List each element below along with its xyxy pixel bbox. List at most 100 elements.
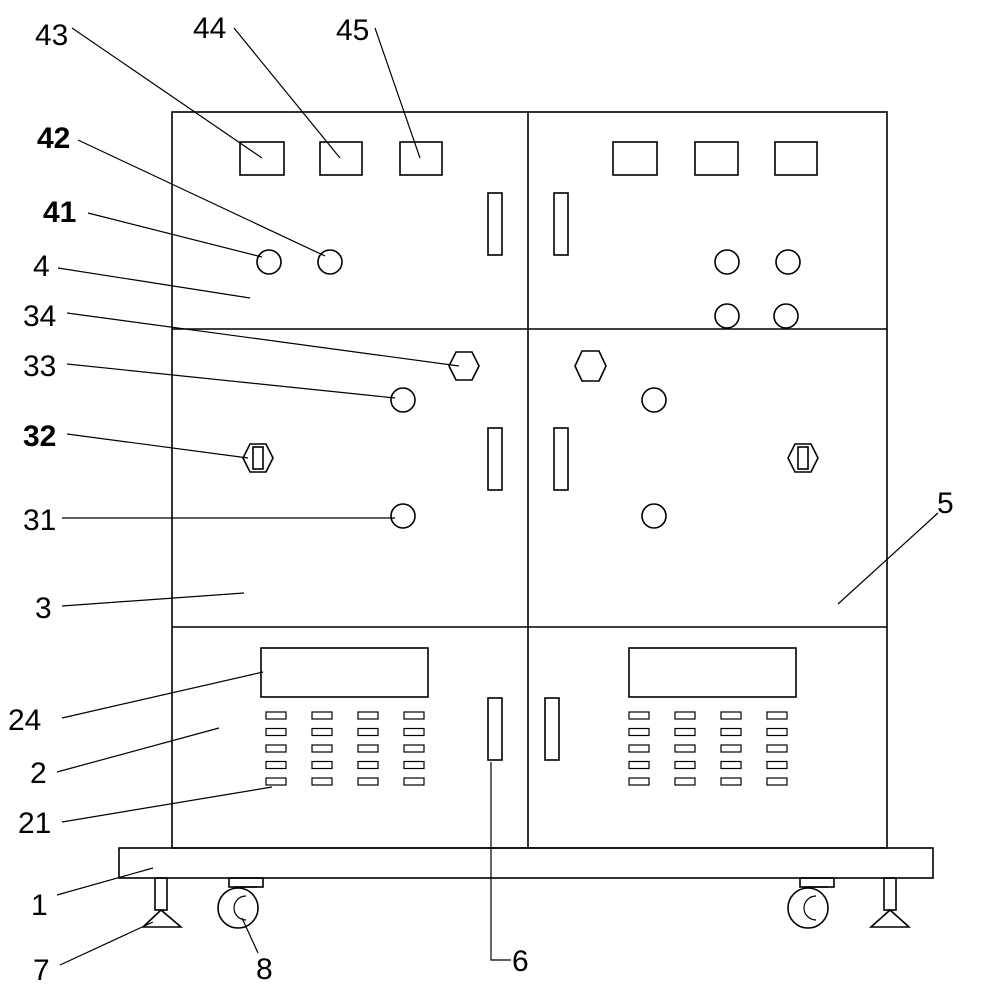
handle-middle-left xyxy=(487,427,503,491)
label-3: 3 xyxy=(35,592,52,625)
leader-1 xyxy=(56,867,154,896)
keypad-left-key xyxy=(403,727,425,737)
leader-6 xyxy=(490,762,511,961)
label-31: 31 xyxy=(23,504,56,537)
reference-numerals: 43 44 45 42 41 4 34 33 32 31 3 5 24 2 21… xyxy=(8,12,954,987)
keypad-left-key xyxy=(311,711,333,720)
keypad-left-key xyxy=(403,777,425,786)
cabinet-frame xyxy=(171,111,888,849)
knob-right-31 xyxy=(641,503,667,529)
label-24: 24 xyxy=(8,704,41,737)
keypad-left-key xyxy=(357,711,379,720)
leader-lines xyxy=(56,27,939,966)
keypad-right-key xyxy=(720,711,742,720)
caster-8-left xyxy=(217,877,264,929)
display-window-right-2 xyxy=(694,141,739,176)
top-module xyxy=(239,141,818,329)
label-32: 32 xyxy=(23,420,56,453)
keypad-right-key xyxy=(766,777,788,786)
knob-31 xyxy=(390,503,416,529)
keypad-right-key xyxy=(674,727,696,737)
label-8: 8 xyxy=(256,953,273,986)
handle-top-left xyxy=(487,192,503,256)
caster-right xyxy=(787,877,835,929)
keypad-left-key xyxy=(357,760,379,770)
keypad-right-key xyxy=(628,760,650,770)
keypad-21 xyxy=(265,711,425,786)
keypad-right-key xyxy=(628,711,650,720)
leader-41 xyxy=(87,212,263,258)
handle-middle-right xyxy=(553,427,569,491)
keypad-right-key xyxy=(720,727,742,737)
keypad-right-key xyxy=(674,760,696,770)
label-43: 43 xyxy=(35,19,68,52)
keypad-left-key xyxy=(403,744,425,753)
label-41: 41 xyxy=(43,196,76,229)
keypad-right-key xyxy=(720,744,742,753)
label-6: 6 xyxy=(512,945,529,978)
keypad-right-key xyxy=(766,760,788,770)
leader-42 xyxy=(77,139,326,257)
knob-right-1 xyxy=(714,249,740,275)
label-44: 44 xyxy=(193,12,226,45)
bottom-module xyxy=(260,647,797,786)
label-34: 34 xyxy=(23,300,56,333)
keypad-right-key xyxy=(674,711,696,720)
leader-8 xyxy=(241,917,259,954)
keypad-right-key xyxy=(766,711,788,720)
keypad-left-key xyxy=(357,727,379,737)
keypad-right-key xyxy=(766,744,788,753)
keypad-left-key xyxy=(311,777,333,786)
leader-34 xyxy=(66,312,460,367)
handle-top-right xyxy=(553,192,569,256)
keypad-left-key xyxy=(357,744,379,753)
keypad-right xyxy=(628,711,788,786)
keypad-right-key xyxy=(628,727,650,737)
label-5: 5 xyxy=(937,487,954,520)
middle-module xyxy=(242,350,819,529)
knob-42 xyxy=(317,249,343,275)
keypad-right-key xyxy=(766,727,788,737)
keypad-right-key xyxy=(720,777,742,786)
display-window-44 xyxy=(319,141,363,176)
keypad-right-key xyxy=(720,760,742,770)
foot-right xyxy=(868,877,912,928)
label-21: 21 xyxy=(18,807,51,840)
keypad-right-key xyxy=(628,744,650,753)
label-45: 45 xyxy=(336,14,369,47)
leader-7 xyxy=(59,921,154,966)
leader-5 xyxy=(837,512,939,605)
display-window-45 xyxy=(399,141,443,176)
keypad-left-key xyxy=(265,711,287,720)
keypad-left-key xyxy=(311,760,333,770)
hex-nut-34 xyxy=(448,351,480,381)
knob-33 xyxy=(390,387,416,413)
leader-32 xyxy=(66,433,249,459)
label-42: 42 xyxy=(37,122,70,155)
base-plate-1 xyxy=(118,847,934,879)
display-window-right-1 xyxy=(612,141,658,176)
keypad-left-key xyxy=(265,760,287,770)
keypad-left-key xyxy=(265,777,287,786)
leader-3 xyxy=(61,592,245,607)
leader-24 xyxy=(61,671,264,719)
display-window-43 xyxy=(239,141,285,176)
label-33: 33 xyxy=(23,350,56,383)
keypad-left-key xyxy=(403,711,425,720)
display-window-right-3 xyxy=(774,141,818,176)
handle-bottom-right xyxy=(544,697,560,761)
keypad-left-key xyxy=(403,760,425,770)
knob-41 xyxy=(256,249,282,275)
knob-right-2 xyxy=(775,249,801,275)
keypad-right-key xyxy=(674,744,696,753)
leader-2 xyxy=(56,727,220,773)
knob-right-33 xyxy=(641,387,667,413)
leader-4 xyxy=(57,267,251,299)
label-4: 4 xyxy=(33,250,50,283)
hex-nut-right xyxy=(574,350,607,382)
foot-7-left xyxy=(140,877,184,928)
leader-45 xyxy=(374,27,421,159)
leader-44 xyxy=(233,27,341,159)
